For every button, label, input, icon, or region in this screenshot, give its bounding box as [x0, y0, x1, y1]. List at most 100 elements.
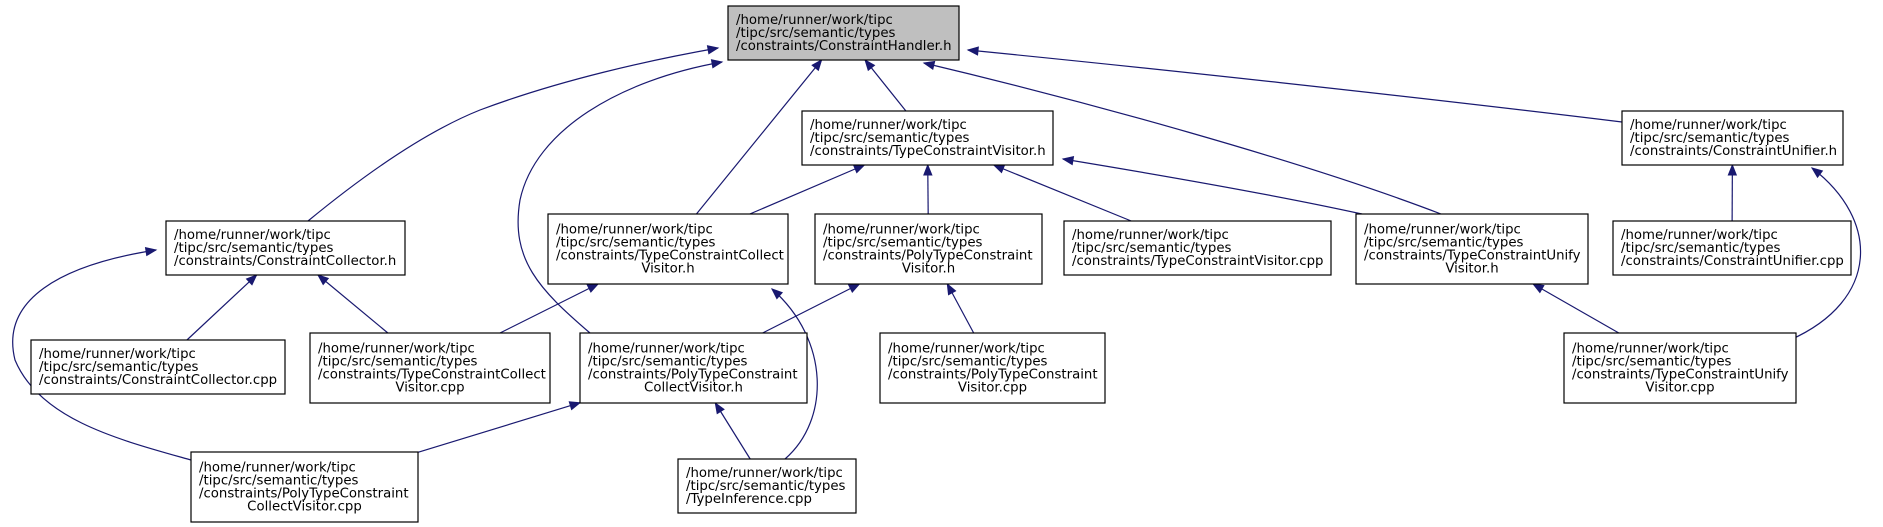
edge-type-constraint-visitor-cpp-to-type-constraint-visitor-h: [992, 164, 1132, 222]
edge-poly-type-constraint-visitor-cpp-to-poly-type-constraint-visitor-h: [946, 282, 975, 334]
node-label-line: /tipc/src/semantic/types: [810, 131, 970, 146]
node-label-line: /home/runner/work/tipc: [1621, 228, 1778, 243]
node-label-line: /tipc/src/semantic/types: [174, 241, 334, 256]
node-label-line: /tipc/src/semantic/types: [556, 236, 716, 251]
edge-arrowhead: [245, 274, 258, 286]
node-type-inference-cpp[interactable]: /home/runner/work/tipc/tipc/src/semantic…: [677, 458, 857, 514]
node-box: [677, 458, 857, 514]
edge-arrowhead: [923, 163, 933, 176]
edge-type-constraint-collect-visitor-h-to-constraint-handler-h: [695, 58, 823, 215]
node-label-line: Visitor.h: [1445, 262, 1498, 277]
node-label-line: /constraints/TypeConstraintUnify: [1572, 368, 1789, 383]
node-label-line: /constraints/PolyTypeConstraint: [888, 368, 1098, 383]
edge-line: [1062, 158, 1363, 215]
edge-arrowhead: [1727, 163, 1738, 176]
node-label-line: /constraints/ConstraintCollector.cpp: [39, 373, 277, 388]
edge-arrowhead: [710, 59, 724, 69]
node-type-constraint-unify-visitor-cpp[interactable]: /home/runner/work/tipc/tipc/src/semantic…: [1563, 332, 1797, 404]
node-label-line: /tipc/src/semantic/types: [1621, 241, 1781, 256]
edge-poly-type-constraint-collect-visitor-cpp-to-poly-type-constraint-collect-visitor-h: [417, 401, 582, 453]
node-constraint-collector-cpp[interactable]: /home/runner/work/tipc/tipc/src/semantic…: [30, 339, 286, 395]
node-poly-type-constraint-visitor-cpp[interactable]: /home/runner/work/tipc/tipc/src/semantic…: [879, 332, 1106, 404]
edge-type-constraint-visitor-h-to-constraint-handler-h: [864, 58, 907, 112]
edge-line: [12, 249, 192, 461]
node-label-line: /tipc/src/semantic/types: [1364, 236, 1524, 251]
edge-poly-type-constraint-collect-visitor-h-to-poly-type-constraint-visitor-h: [762, 283, 861, 334]
node-label-line: /tipc/src/semantic/types: [686, 479, 846, 494]
node-type-constraint-collect-visitor-cpp[interactable]: /home/runner/work/tipc/tipc/src/semantic…: [309, 332, 551, 404]
edge-type-constraint-unify-visitor-h-to-constraint-handler-h: [922, 60, 1442, 215]
edge-type-constraint-collect-visitor-h-to-type-constraint-visitor-h: [749, 164, 866, 215]
node-label-line: Visitor.cpp: [1645, 381, 1714, 396]
node-poly-type-constraint-collect-visitor-h[interactable]: /home/runner/work/tipc/tipc/src/semantic…: [579, 332, 808, 404]
edge-type-constraint-collect-visitor-cpp-to-type-constraint-collect-visitor-h: [499, 283, 600, 334]
node-label-line: /home/runner/work/tipc: [39, 347, 196, 362]
node-label-line: Visitor.cpp: [958, 381, 1027, 396]
node-type-constraint-visitor-cpp[interactable]: /home/runner/work/tipc/tipc/src/semantic…: [1063, 220, 1332, 276]
node-constraint-unifier-h[interactable]: /home/runner/work/tipc/tipc/src/semantic…: [1621, 110, 1844, 166]
edge-arrowhead: [586, 283, 600, 293]
edge-type-inference-cpp-to-poly-type-constraint-collect-visitor-h: [714, 401, 751, 460]
node-label-line: /tipc/src/semantic/types: [588, 355, 748, 370]
edge-line: [714, 402, 751, 460]
node-box: [1612, 220, 1852, 276]
edge-line: [186, 274, 257, 341]
edge-line: [771, 288, 818, 460]
edge-line: [417, 402, 581, 453]
node-label-line: CollectVisitor.cpp: [247, 500, 362, 515]
node-poly-type-constraint-visitor-h[interactable]: /home/runner/work/tipc/tipc/src/semantic…: [814, 213, 1043, 285]
edge-arrowhead: [946, 282, 957, 296]
edge-line: [499, 283, 599, 334]
node-label-line: /home/runner/work/tipc: [174, 228, 331, 243]
node-label-line: /constraints/TypeConstraintCollect: [318, 368, 546, 383]
edge-arrowhead: [316, 274, 330, 286]
node-label-line: /constraints/TypeConstraintVisitor.cpp: [1072, 254, 1323, 269]
node-label-line: /home/runner/work/tipc: [736, 13, 893, 28]
edge-line: [1789, 167, 1862, 341]
node-type-constraint-visitor-h[interactable]: /home/runner/work/tipc/tipc/src/semantic…: [801, 110, 1054, 166]
edge-type-constraint-collect-visitor-cpp-to-constraint-collector-h: [316, 274, 389, 334]
edge-type-inference-cpp-to-type-constraint-collect-visitor-h: [770, 288, 818, 460]
node-type-constraint-unify-visitor-h[interactable]: /home/runner/work/tipc/tipc/src/semantic…: [1355, 213, 1589, 285]
node-label-line: /tipc/src/semantic/types: [1572, 355, 1732, 370]
edge-poly-type-constraint-collect-visitor-h-to-constraint-handler-h: [517, 59, 724, 334]
node-constraint-collector-h[interactable]: /home/runner/work/tipc/tipc/src/semantic…: [165, 220, 406, 276]
node-label-line: /home/runner/work/tipc: [1572, 342, 1729, 357]
node-label-line: /TypeInference.cpp: [686, 492, 812, 507]
node-box: [547, 213, 789, 285]
node-label-line: /tipc/src/semantic/types: [823, 236, 983, 251]
edge-arrowhead: [770, 288, 784, 300]
node-label-line: /constraints/TypeConstraintCollect: [556, 249, 784, 264]
edge-arrowhead: [1532, 283, 1545, 294]
edge-constraint-unifier-cpp-to-constraint-unifier-h: [1727, 163, 1738, 222]
edge-arrowhead: [1061, 156, 1075, 166]
node-label-line: /constraints/PolyTypeConstraint: [199, 487, 409, 502]
node-box: [579, 332, 808, 404]
node-label-line: /home/runner/work/tipc: [1072, 228, 1229, 243]
node-label-line: /constraints/TypeConstraintUnify: [1364, 249, 1581, 264]
node-constraint-handler-h[interactable]: /home/runner/work/tipc/tipc/src/semantic…: [727, 5, 960, 61]
node-label-line: /home/runner/work/tipc: [1364, 223, 1521, 238]
node-label-line: /home/runner/work/tipc: [556, 223, 713, 238]
node-poly-type-constraint-collect-visitor-cpp[interactable]: /home/runner/work/tipc/tipc/src/semantic…: [190, 451, 419, 523]
nodes-layer: /home/runner/work/tipc/tipc/src/semantic…: [30, 5, 1852, 523]
node-label-line: /home/runner/work/tipc: [199, 461, 356, 476]
edge-arrowhead: [714, 401, 725, 415]
node-label-line: CollectVisitor.h: [644, 381, 743, 396]
node-constraint-unifier-cpp[interactable]: /home/runner/work/tipc/tipc/src/semantic…: [1612, 220, 1852, 276]
node-label-line: /home/runner/work/tipc: [686, 466, 843, 481]
node-box: [801, 110, 1054, 166]
node-type-constraint-collect-visitor-h[interactable]: /home/runner/work/tipc/tipc/src/semantic…: [547, 213, 789, 285]
node-label-line: /tipc/src/semantic/types: [1630, 131, 1790, 146]
edge-line: [762, 283, 860, 334]
node-label-line: Visitor.cpp: [395, 381, 464, 396]
node-label-line: /home/runner/work/tipc: [318, 342, 475, 357]
node-label-line: Visitor.h: [902, 262, 955, 277]
edge-arrowhead: [852, 164, 866, 174]
edge-arrowhead: [847, 283, 861, 293]
node-label-line: Visitor.h: [641, 262, 694, 277]
node-box: [879, 332, 1106, 404]
node-box: [1563, 332, 1797, 404]
